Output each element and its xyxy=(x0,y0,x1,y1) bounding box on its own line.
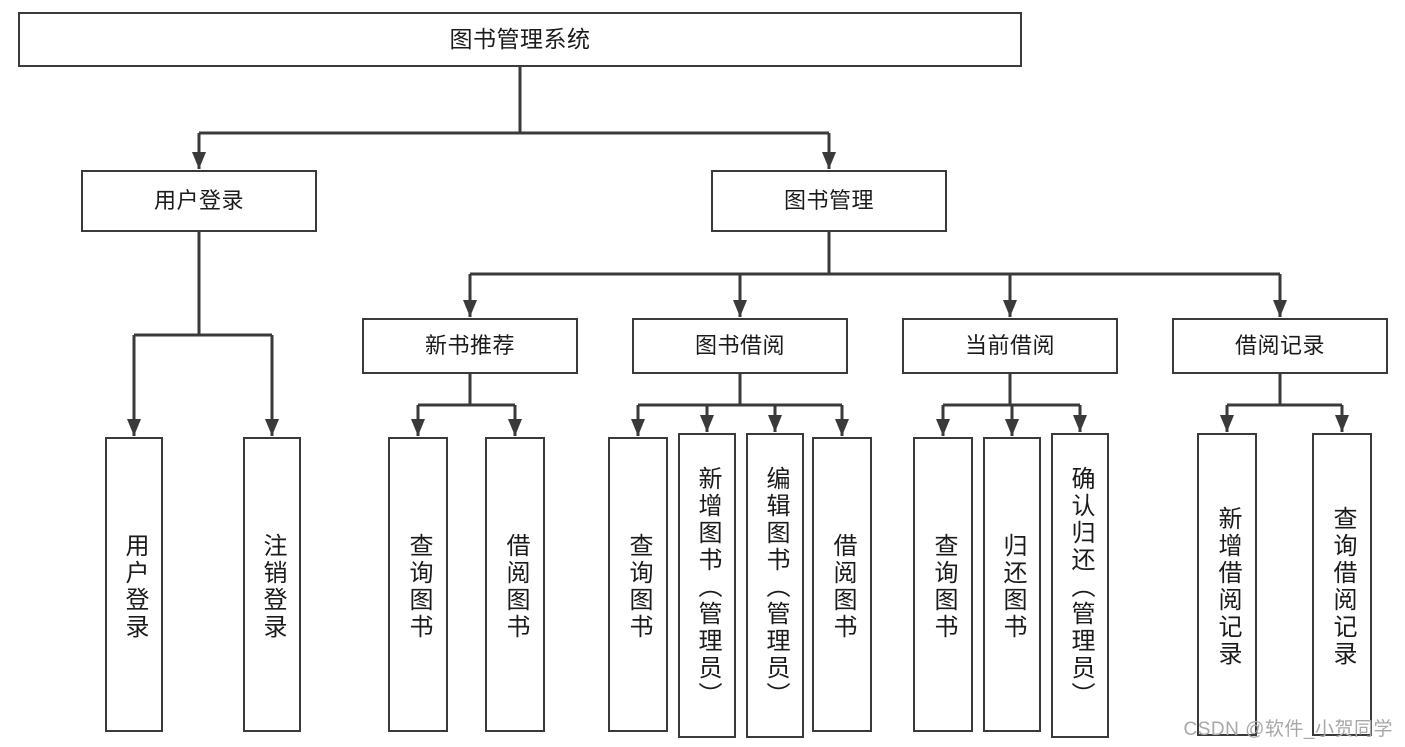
node-label: 注销登录 xyxy=(259,532,286,641)
node-l5[interactable]: 查询图书 xyxy=(608,437,668,732)
node-label: 借阅图书 xyxy=(502,532,529,641)
node-label: 归还图书 xyxy=(999,532,1026,641)
node-label: 当前借阅 xyxy=(964,332,1055,358)
node-label: 新增图书（管理员） xyxy=(694,466,721,709)
node-l10[interactable]: 归还图书 xyxy=(983,437,1041,732)
node-label: 新增借阅记录 xyxy=(1214,505,1241,668)
node-label: 用户登录 xyxy=(153,187,244,213)
node-l1[interactable]: 用户登录 xyxy=(105,437,163,732)
node-label: 查询图书 xyxy=(625,532,652,641)
node-l2[interactable]: 注销登录 xyxy=(243,437,301,732)
node-label: 查询图书 xyxy=(930,532,957,641)
node-records[interactable]: 借阅记录 xyxy=(1172,318,1388,374)
node-l11[interactable]: 确认归还（管理员） xyxy=(1051,433,1109,738)
node-login[interactable]: 用户登录 xyxy=(81,170,317,232)
node-label: 新书推荐 xyxy=(424,332,515,358)
node-bookmgmt[interactable]: 图书管理 xyxy=(711,170,947,232)
node-l3[interactable]: 查询图书 xyxy=(388,437,448,732)
node-label: 图书管理 xyxy=(783,187,874,213)
node-label: 查询图书 xyxy=(405,532,432,641)
node-label: 图书借阅 xyxy=(694,332,785,358)
node-l8[interactable]: 借阅图书 xyxy=(812,437,872,732)
node-label: 借阅图书 xyxy=(829,532,856,641)
node-label: 确认归还（管理员） xyxy=(1067,466,1094,709)
node-l12[interactable]: 新增借阅记录 xyxy=(1197,433,1257,736)
node-label: 编辑图书（管理员） xyxy=(762,466,789,709)
node-l6[interactable]: 新增图书（管理员） xyxy=(678,433,736,738)
node-l9[interactable]: 查询图书 xyxy=(913,437,973,732)
node-label: 借阅记录 xyxy=(1234,332,1325,358)
node-current[interactable]: 当前借阅 xyxy=(902,318,1118,374)
node-label: 用户登录 xyxy=(121,532,148,641)
node-l7[interactable]: 编辑图书（管理员） xyxy=(746,433,804,738)
node-root[interactable]: 图书管理系统 xyxy=(18,12,1022,67)
node-newbook[interactable]: 新书推荐 xyxy=(362,318,578,374)
node-l4[interactable]: 借阅图书 xyxy=(485,437,545,732)
node-borrow[interactable]: 图书借阅 xyxy=(632,318,848,374)
node-label: 图书管理系统 xyxy=(449,25,591,52)
node-label: 查询借阅记录 xyxy=(1329,505,1356,668)
node-l13[interactable]: 查询借阅记录 xyxy=(1312,433,1372,736)
